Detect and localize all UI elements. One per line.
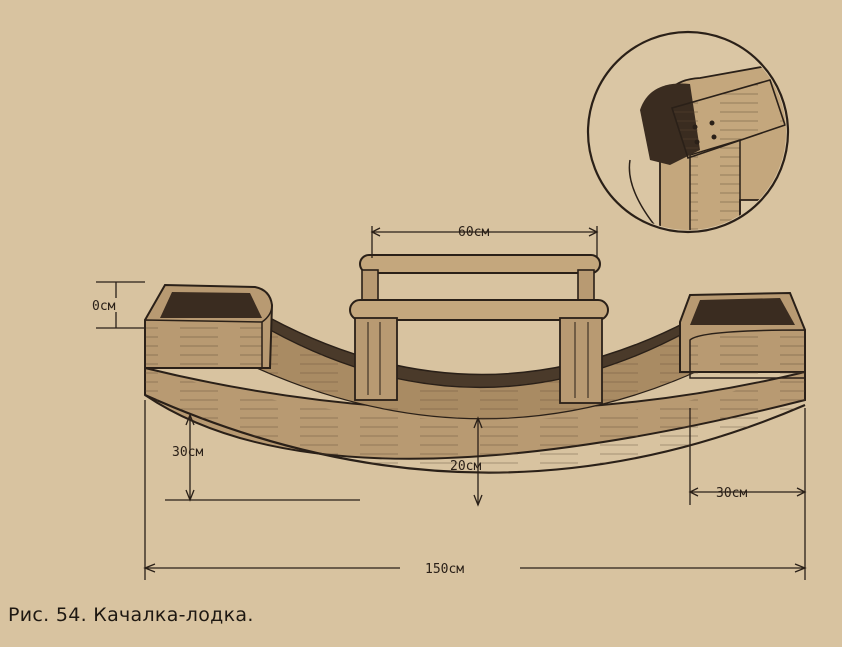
label-side-height: 30см: [172, 445, 203, 460]
label-total-length: 150см: [425, 562, 464, 577]
figure-caption: Рис. 54. Качалка-лодка.: [8, 604, 254, 626]
label-center-depth: 20см: [450, 459, 481, 474]
dimension-labels: 60см 0см 30см 20см 30см 150см: [92, 225, 747, 577]
dimension-lines: [96, 226, 807, 580]
right-seat-box: [679, 291, 806, 379]
joint-detail-inset: [586, 30, 790, 234]
label-end-length: 30см: [716, 486, 747, 501]
label-seat-width: 60см: [458, 225, 489, 240]
seat-frame: [349, 254, 609, 404]
left-seat-box: [144, 283, 274, 369]
label-end-height: 0см: [92, 299, 116, 314]
